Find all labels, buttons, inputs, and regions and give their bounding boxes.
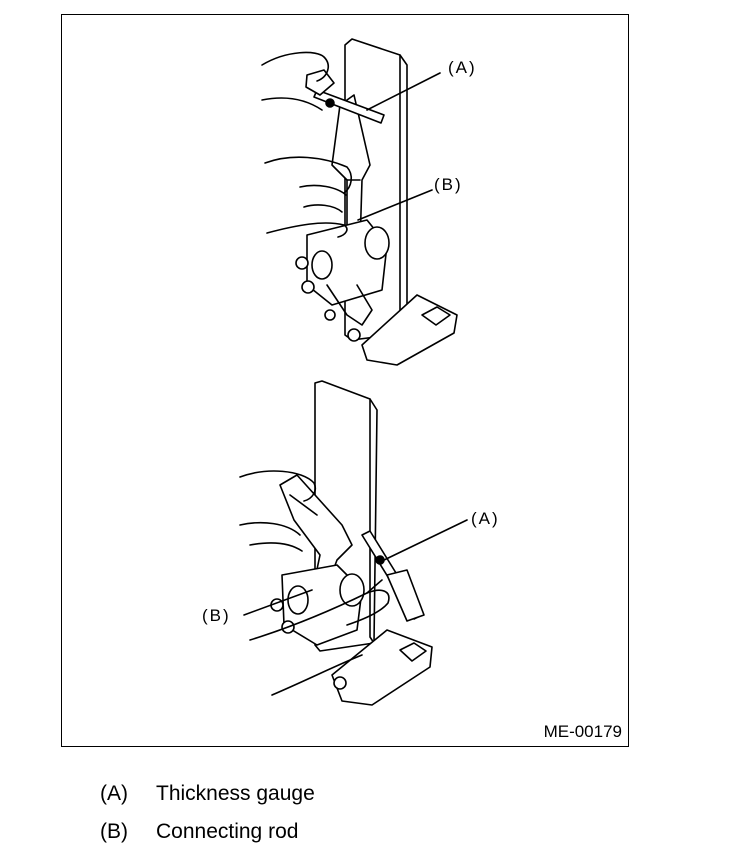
callout-top-a: (A) <box>448 58 477 77</box>
callout-bottom-b: (B) <box>202 606 231 625</box>
bottom-assembly <box>239 380 468 706</box>
legend-item: (A) Thickness gauge <box>100 775 315 813</box>
technical-illustration <box>239 38 468 706</box>
legend: (A) Thickness gauge (B) Connecting rod <box>100 775 315 851</box>
legend-key: (B) <box>100 820 128 843</box>
figure-frame: (A) (B) (A) (B) ME-00179 <box>61 14 629 747</box>
legend-key: (A) <box>100 782 128 805</box>
legend-text: Connecting rod <box>156 820 299 843</box>
figure-code: ME-00179 <box>543 722 622 741</box>
callout-top-b: (B) <box>434 175 463 194</box>
callout-bottom-a: (A) <box>471 509 500 528</box>
legend-text: Thickness gauge <box>156 782 315 805</box>
legend-item: (B) Connecting rod <box>100 813 315 851</box>
top-assembly <box>261 38 458 366</box>
